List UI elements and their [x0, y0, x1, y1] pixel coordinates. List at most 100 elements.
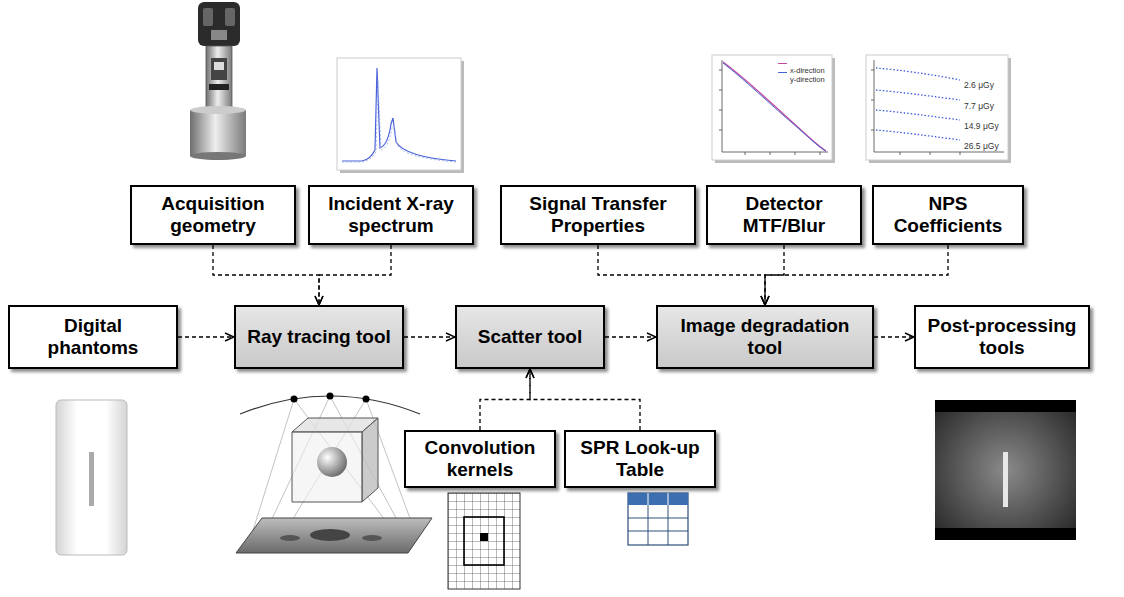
dashed-arrow [480, 369, 530, 430]
input-box: Detector MTF/Blur [706, 185, 862, 245]
ray-tracing-geometry-part [363, 396, 370, 403]
mtf-plot-part [723, 63, 826, 151]
nps-plot [866, 55, 1011, 163]
mtf-plot-part [723, 62, 826, 151]
post-processed-image-part [935, 400, 1076, 540]
imaging-system-photo-part [190, 106, 246, 114]
ray-tracing-geometry-part [362, 535, 382, 541]
dashed-arrow [605, 336, 656, 337]
dashed-arrow [404, 336, 455, 337]
plot-annotation-holder: 7.7 μGy [964, 95, 994, 113]
plot-annotation-holder: 14.9 μGy [964, 115, 999, 133]
plot-annotation: 7.7 μGy [964, 101, 994, 111]
nps-plot-part [866, 55, 1008, 160]
nps-plot-part [876, 130, 960, 140]
plot-annotation: x-direction [790, 66, 825, 75]
kernel-grid-part [464, 517, 504, 565]
phantom-image [56, 400, 127, 555]
box-label: Signal Transfer Properties [510, 193, 686, 237]
table-icon [628, 493, 688, 545]
plot-annotation: 14.9 μGy [964, 121, 999, 131]
plot-annotation: y-direction [790, 75, 825, 84]
nps-plot-part [876, 68, 960, 80]
imaging-system-photo-part [190, 152, 246, 160]
dashed-arrow [765, 245, 948, 305]
dashed-arrow [319, 245, 391, 305]
table-icon-part [628, 493, 688, 505]
input-box: Signal Transfer Properties [500, 185, 696, 245]
box-label: Digital phantoms [18, 315, 168, 359]
mtf-plot-part [778, 72, 787, 73]
input-box: Acquisition geometry [130, 185, 296, 245]
table-icon-part [648, 493, 668, 505]
imaging-system-photo-part [203, 8, 213, 26]
kernel-grid-part [448, 493, 520, 589]
input-box: Incident X-ray spectrum [308, 185, 474, 245]
box-label: Image degradation tool [666, 315, 864, 359]
spectrum-plot-part [342, 80, 456, 162]
box-label: Acquisition geometry [140, 193, 286, 237]
input-box: Digital phantoms [8, 305, 178, 369]
tool-box: Image degradation tool [656, 305, 874, 369]
nps-plot-part [876, 110, 960, 120]
input-box: Convolution kernels [404, 430, 556, 488]
imaging-system-photo-part [211, 30, 227, 40]
table-icon-part [628, 505, 688, 545]
ray-tracing-geometry [236, 393, 432, 554]
box-label: Detector MTF/Blur [716, 193, 852, 237]
tool-box: Scatter tool [455, 305, 605, 369]
box-label: SPR Look-up Table [574, 437, 706, 481]
input-box: NPS Coefficients [872, 185, 1024, 245]
kernel-grid [448, 493, 520, 589]
post-processed-image-part [1003, 452, 1008, 507]
dashed-arrow [874, 336, 914, 337]
plot-annotation-holder: y-direction [790, 68, 825, 86]
post-processed-image [935, 400, 1076, 540]
box-label: NPS Coefficients [882, 193, 1014, 237]
mtf-plot-part [778, 63, 787, 64]
ray-tracing-geometry-part [327, 393, 334, 400]
ray-tracing-geometry-part [362, 418, 378, 502]
spectrum-plot [337, 58, 464, 173]
ray-tracing-geometry-part [292, 432, 362, 502]
ray-tracing-geometry-part [291, 396, 298, 403]
box-label: Ray tracing tool [244, 326, 394, 348]
dashed-arrow [530, 369, 640, 430]
phantom-image-part [89, 452, 94, 506]
dashed-arrow [178, 336, 234, 337]
spectrum-plot-part [337, 58, 461, 170]
dashed-arrow [213, 245, 319, 305]
mtf-plot-part [712, 55, 832, 160]
post-processed-image-part [935, 528, 1076, 540]
phantom-image-part [56, 400, 127, 555]
plot-annotation-holder: x-direction [790, 59, 825, 77]
imaging-system-photo-part [214, 62, 224, 70]
ray-tracing-geometry-part [236, 518, 432, 553]
kernel-grid-part [448, 493, 520, 589]
table-icon-part [628, 493, 688, 545]
ray-tracing-geometry-part [310, 529, 350, 541]
nps-plot-part [874, 60, 1004, 152]
post-processed-image-part [935, 400, 1076, 412]
spectrum-plot-part [342, 68, 456, 161]
imaging-system-photo-part [211, 58, 227, 80]
imaging-system-photo-part [198, 2, 240, 46]
output-box: Post-processing tools [914, 305, 1090, 369]
plot-annotation: 2.6 μGy [964, 80, 994, 90]
box-label: Post-processing tools [924, 315, 1080, 359]
imaging-system-photo-part [209, 84, 229, 90]
plot-annotation-holder: 26.5 μGy [964, 135, 999, 153]
kernel-grid-part [480, 533, 488, 541]
nps-plot-part [871, 70, 960, 155]
imaging-system-photo [190, 2, 246, 160]
mtf-plot-part [722, 60, 828, 152]
plot-annotation: 26.5 μGy [964, 141, 999, 151]
box-label: Incident X-ray spectrum [318, 193, 464, 237]
plot-annotation-holder: 2.6 μGy [964, 74, 994, 92]
box-label: Scatter tool [465, 326, 595, 348]
box-label: Convolution kernels [414, 437, 546, 481]
